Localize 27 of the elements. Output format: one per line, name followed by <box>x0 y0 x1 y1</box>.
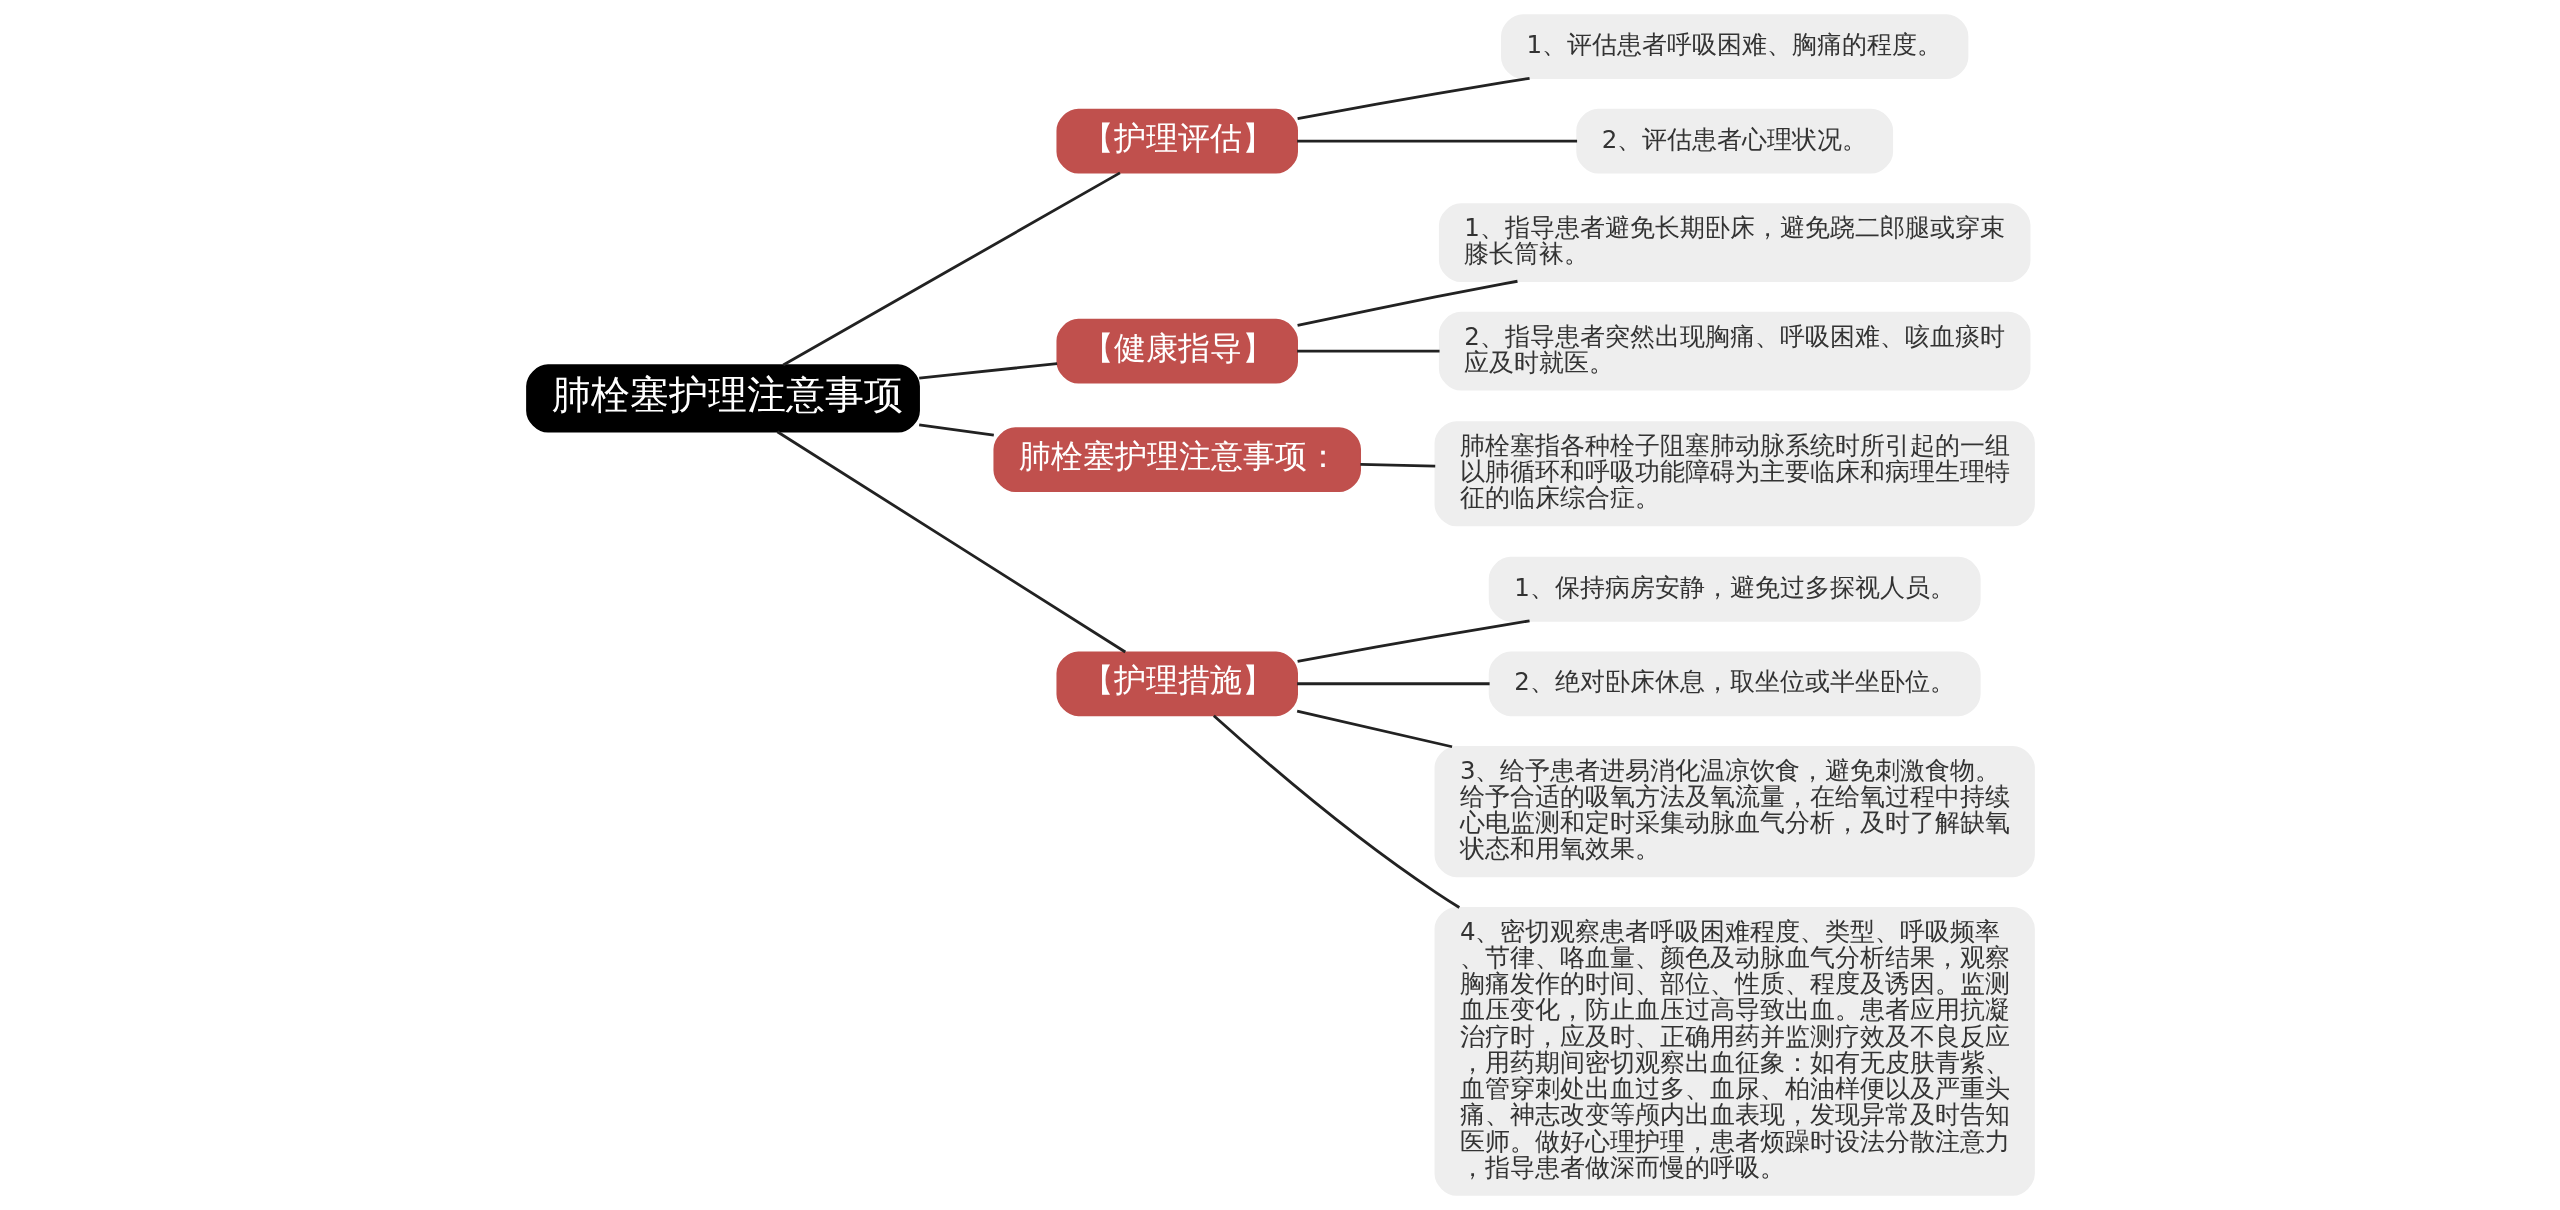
node-box: 2、指导患者突然出现胸痛、呼吸困难、咳血痰时应及时就医。 <box>1438 311 2030 391</box>
node-box: 【健康指导】 <box>1055 318 1298 384</box>
node-box: 【护理措施】 <box>1055 651 1298 717</box>
connector <box>1296 279 1518 327</box>
node-box: 2、绝对卧床休息，取坐位或半坐卧位。 <box>1488 651 1981 717</box>
connector <box>1212 714 1460 909</box>
connector <box>1296 76 1530 121</box>
node-box: 肺栓塞指各种栓子阻塞肺动脉系统时所引起的一组以肺循环和呼吸功能障碍为主要临床和病理生理特征的临床综合症。 <box>1434 421 2035 527</box>
connector <box>1296 139 1577 143</box>
node-box: 肺栓塞护理注意事项： <box>992 427 1361 493</box>
node-box: 4、密切观察患者呼吸困难程度、类型、呼吸频率、节律、咯血量、颜色及动脉血气分析结果，观察胸痛发作的时间、部位、性质、程度及诱因。监测血压变化，防止血压过高导致出血。患者应用抗凝治疗时，应及时、正确用药并监测疗效及不良反应，用药期间密切观察出血征象：如有无皮肤青紫、血管穿刺处出血过多、血尿、柏油样便以及严重头痛、神志改变等颅内出血表现，发现异常及时告知医师。做好心理护理，患者烦躁时设法分散注意力，指导患者做深而慢的呼吸。 <box>1434 906 2035 1196</box>
node-box: 1、指导患者避免长期卧床，避免跷二郎腿或穿束膝长筒袜。 <box>1438 203 2030 283</box>
connector <box>1359 462 1435 468</box>
node-box: 【护理评估】 <box>1055 108 1298 174</box>
node-box: 2、评估患者心理状况。 <box>1575 108 1893 174</box>
connector <box>1296 682 1490 686</box>
connector <box>918 362 1057 380</box>
connector <box>1296 349 1440 353</box>
connector <box>1296 619 1530 663</box>
node-box: 1、保持病房安静，避免过多探视人员。 <box>1488 556 1981 622</box>
connector <box>776 430 1126 654</box>
connector <box>782 171 1121 367</box>
node-box: 1、评估患者呼吸困难、胸痛的程度。 <box>1500 14 1968 80</box>
node-box: 3、给予患者进易消化温凉饮食，避免刺激食物。给予合适的吸氧方法及氧流量，在给氧过程中持续心电监测和定时采集动脉血气分析，及时了解缺氧状态和用氧效果。 <box>1434 745 2035 878</box>
node-box: 肺栓塞护理注意事项 <box>525 364 920 433</box>
connector <box>918 423 994 437</box>
connector <box>1296 709 1452 749</box>
